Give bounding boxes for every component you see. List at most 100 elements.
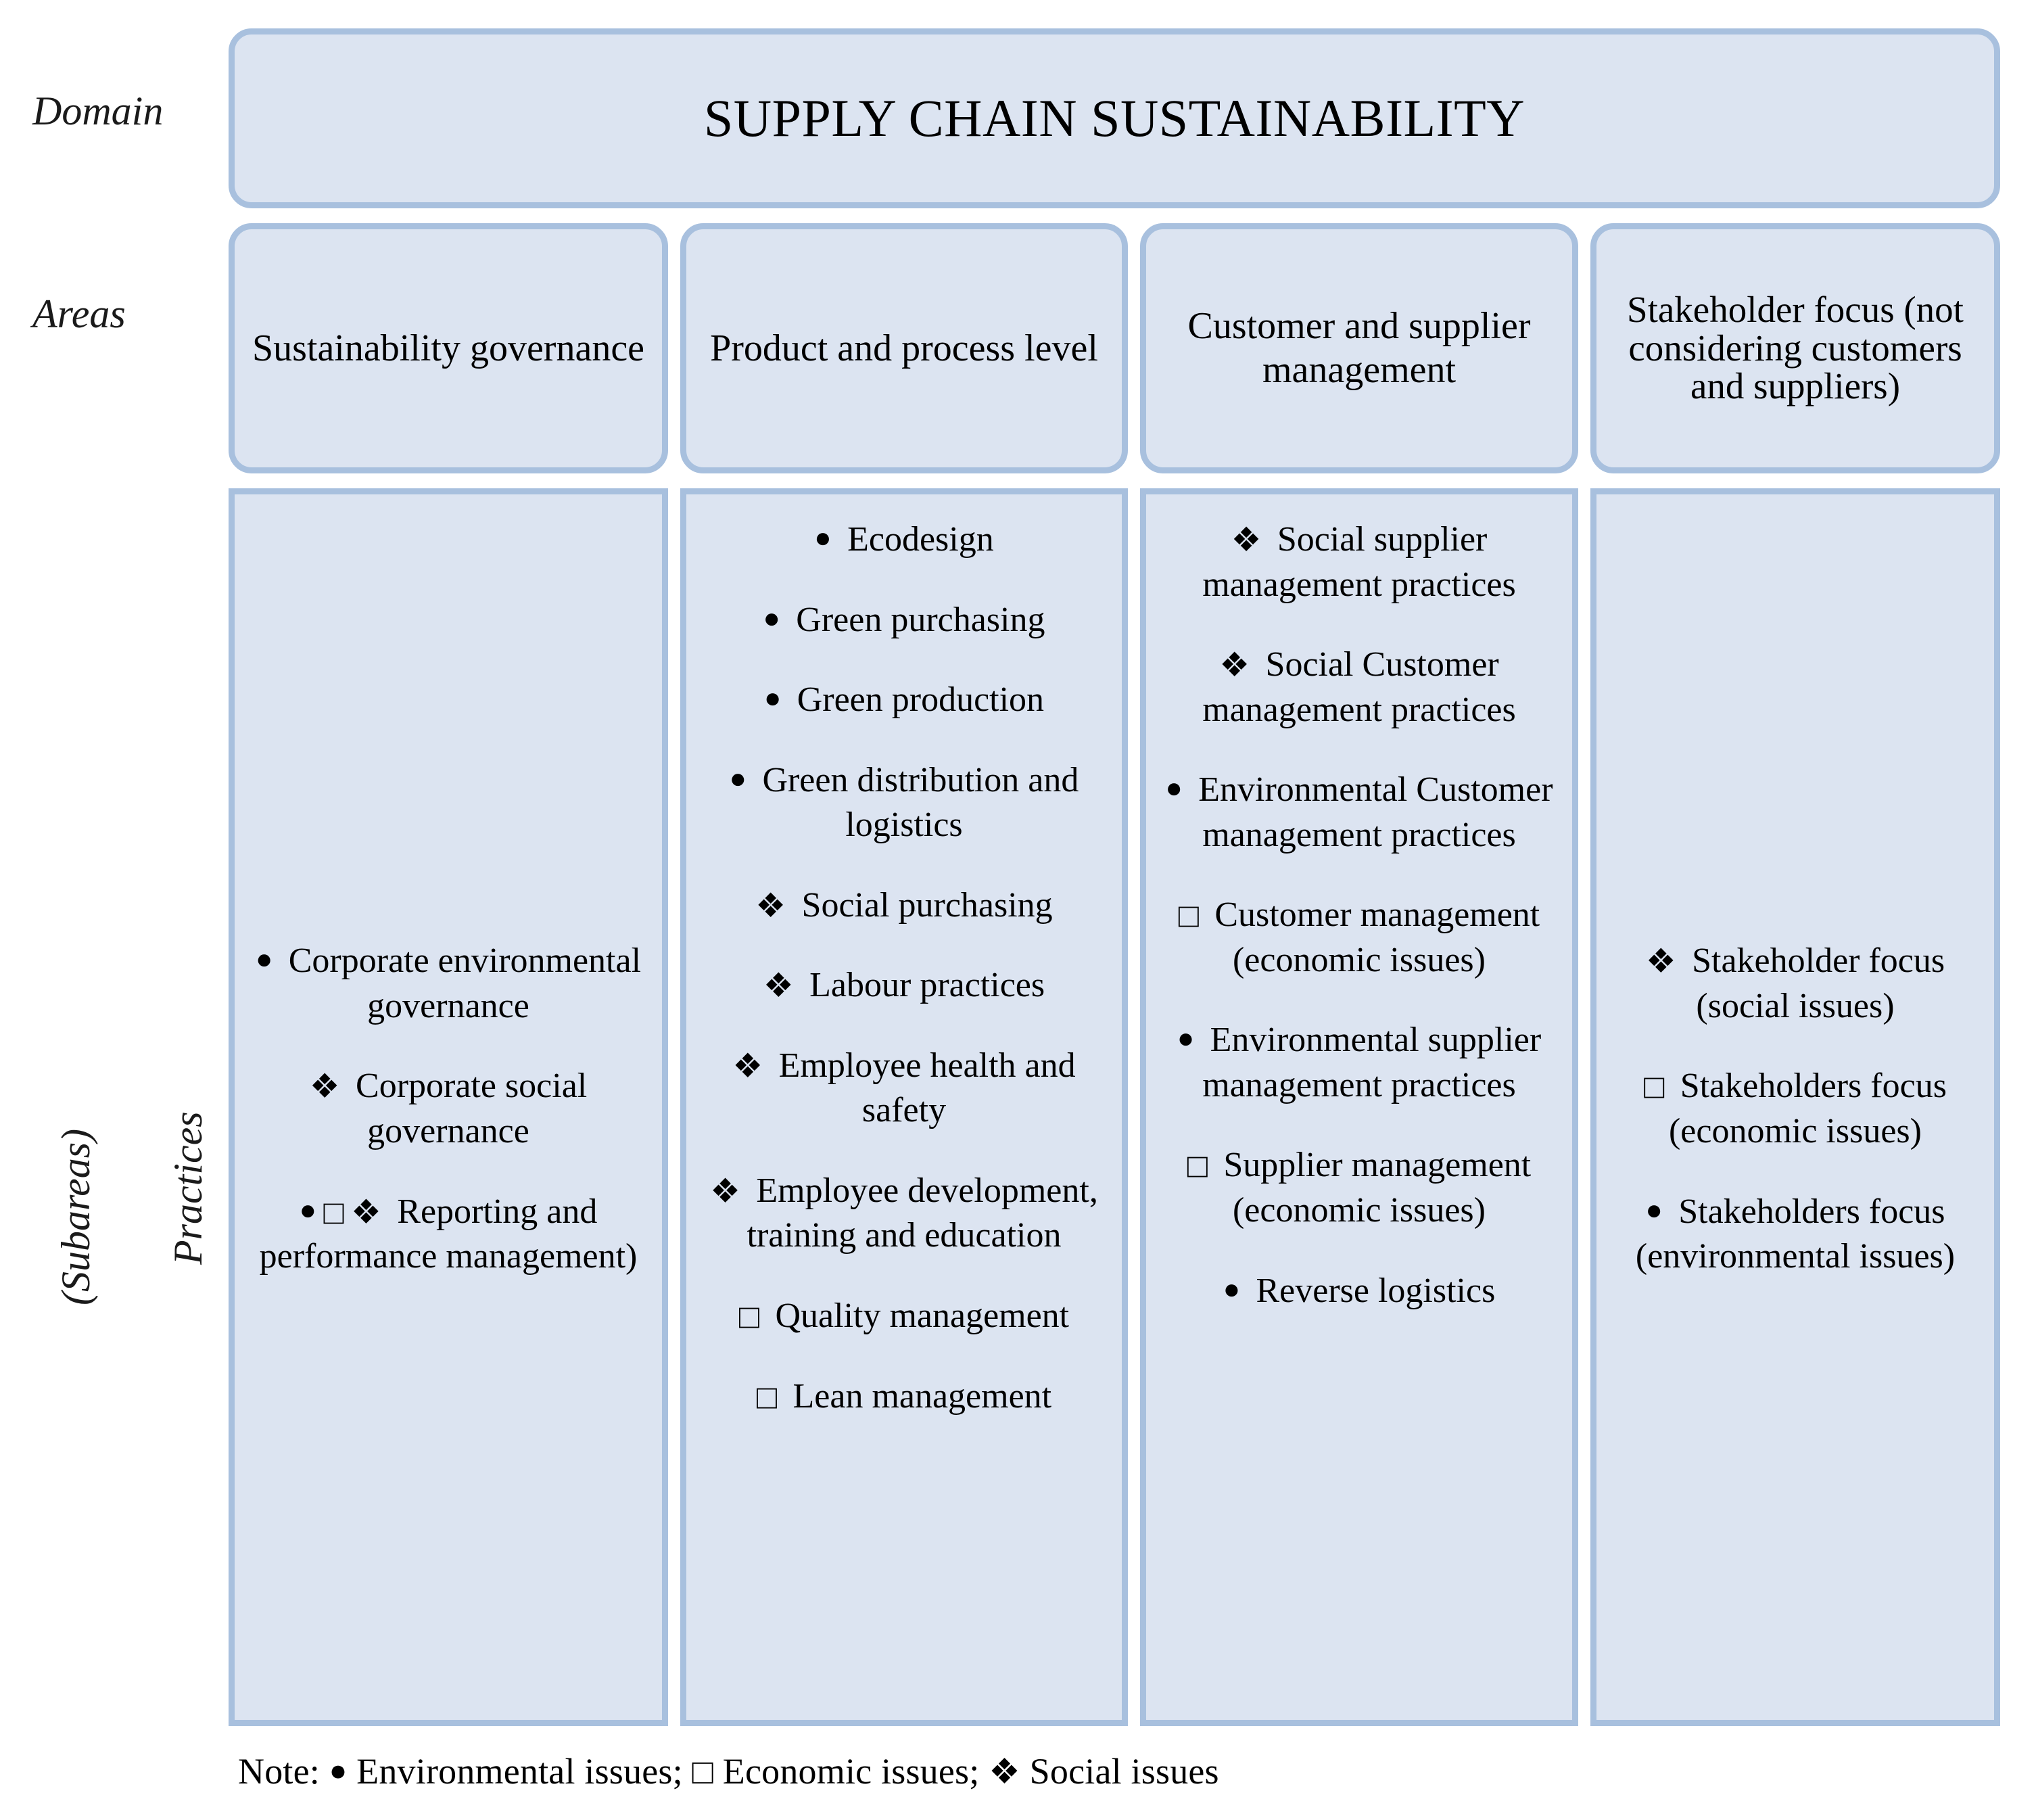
social-diamond-icon: ❖ <box>763 966 794 1005</box>
economic-square-icon: □ <box>1187 1146 1208 1185</box>
practices-column-product-and-process-level: ● Ecodesign● Green purchasing● Green pro… <box>680 488 1128 1726</box>
social-diamond-icon: ❖ <box>989 1753 1020 1792</box>
social-diamond-icon: ❖ <box>1645 942 1676 981</box>
practice-markers: ● <box>1223 1271 1248 1310</box>
social-diamond-icon: ❖ <box>755 886 786 925</box>
practice-item: ● Stakeholders focus (environmental issu… <box>1611 1190 1979 1280</box>
practice-label: Lean management <box>784 1376 1052 1416</box>
social-diamond-icon: ❖ <box>1219 646 1250 684</box>
practice-item: ● □ ❖ Reporting and performance manageme… <box>250 1190 647 1280</box>
practice-label: Stakeholder focus (social issues) <box>1683 941 1945 1025</box>
legend-social-label: Social issues <box>1020 1751 1219 1792</box>
economic-square-icon: □ <box>756 1378 778 1416</box>
environmental-bullet-icon: ● <box>329 1754 348 1788</box>
practice-list: ● Ecodesign● Green purchasing● Green pro… <box>701 517 1107 1701</box>
practice-label: Reverse logistics <box>1247 1271 1496 1310</box>
practice-markers: ● <box>1177 1021 1202 1059</box>
practice-label: Environmental Customer management practi… <box>1189 770 1553 854</box>
practice-label: Stakeholders focus (economic issues) <box>1668 1067 1947 1150</box>
practice-item: ● Environmental Customer management prac… <box>1161 768 1557 858</box>
practice-label: Green production <box>788 680 1045 720</box>
domain-box: SUPPLY CHAIN SUSTAINABILITY <box>229 28 2000 208</box>
economic-square-icon: □ <box>323 1193 344 1232</box>
practice-item: ❖ Stakeholder focus (social issues) <box>1611 939 1979 1029</box>
area-header-sustainability-governance: Sustainability governance <box>229 223 668 473</box>
area-header-label: Customer and supplier management <box>1187 305 1531 391</box>
practice-label: Environmental supplier management practi… <box>1201 1021 1542 1104</box>
practice-label: Green purchasing <box>787 600 1045 639</box>
practice-label: Ecodesign <box>838 520 994 559</box>
practice-label: Employee development, training and educa… <box>747 1171 1098 1255</box>
practice-item: ❖ Labour practices <box>701 963 1107 1008</box>
practices-column-stakeholder-focus: ❖ Stakeholder focus (social issues) □ Sta… <box>1590 488 2000 1726</box>
legend-note-prefix: Note: <box>238 1751 329 1792</box>
practice-label: Labour practices <box>801 966 1045 1005</box>
environmental-bullet-icon: ● <box>814 522 832 554</box>
area-header-label: Product and process level <box>710 327 1098 369</box>
practice-markers: ❖ <box>710 1171 747 1210</box>
domain-title: SUPPLY CHAIN SUSTAINABILITY <box>703 89 1525 148</box>
practice-label: Supplier management (economic issues) <box>1214 1146 1532 1230</box>
environmental-bullet-icon: ● <box>1177 1023 1195 1055</box>
practice-item: ● Reverse logistics <box>1161 1269 1557 1314</box>
area-header-stakeholder-focus: Stakeholder focus (not considering custo… <box>1590 223 2000 473</box>
practice-markers: ● <box>1645 1192 1670 1231</box>
practice-label: Corporate environmental governance <box>279 941 642 1025</box>
practice-markers: ● <box>256 941 280 980</box>
row-label-practices: Practices <box>166 1111 210 1265</box>
economic-square-icon: □ <box>692 1753 714 1792</box>
environmental-bullet-icon: ● <box>763 683 782 715</box>
practice-markers: ● <box>764 680 788 719</box>
social-diamond-icon: ❖ <box>351 1192 381 1231</box>
practice-markers: □ <box>1178 895 1206 935</box>
practice-item: ❖ Employee development, training and edu… <box>701 1169 1107 1259</box>
legend-environmental-label: Environmental issues; <box>347 1751 692 1792</box>
practice-item: □ Customer management (economic issues) <box>1161 893 1557 983</box>
practice-markers: □ <box>757 1377 784 1416</box>
social-diamond-icon: ❖ <box>1231 521 1262 559</box>
row-label-subareas: (Subareas) <box>53 1128 98 1305</box>
practice-label: Green distribution and logistics <box>753 760 1079 845</box>
practice-markers: ● <box>814 520 838 559</box>
practice-item: □ Lean management <box>701 1374 1107 1420</box>
practice-label: Reporting and performance management) <box>259 1192 638 1276</box>
practice-item: ❖ Social Customer management practices <box>1161 643 1557 732</box>
legend-economic-label: Economic issues; <box>713 1751 989 1792</box>
legend-note: Note: ● Environmental issues; □ Economic… <box>238 1750 1219 1792</box>
practice-markers: ❖ <box>763 966 801 1004</box>
practice-list: ● Corporate environmental governance ❖ Co… <box>250 517 647 1701</box>
area-header-product-and-process-level: Product and process level <box>680 223 1128 473</box>
area-header-customer-and-supplier-management: Customer and supplier management <box>1140 223 1578 473</box>
practice-list: ❖ Stakeholder focus (social issues) □ Sta… <box>1611 517 1979 1701</box>
practice-label: Employee health and safety <box>770 1046 1076 1130</box>
environmental-bullet-icon: ● <box>299 1194 316 1226</box>
practice-item: ● Green distribution and logistics <box>701 758 1107 848</box>
environmental-bullet-icon: ● <box>763 603 780 634</box>
practice-label: Quality management <box>766 1297 1070 1336</box>
environmental-bullet-icon: ● <box>1165 773 1183 805</box>
practice-item: □ Stakeholders focus (economic issues) <box>1611 1064 1979 1154</box>
practice-markers: ● <box>763 601 788 639</box>
practice-item: ● Green purchasing <box>701 598 1107 643</box>
practice-markers: ❖ <box>310 1067 347 1105</box>
practices-column-customer-and-supplier-management: ❖ Social supplier management practices❖ … <box>1140 488 1578 1726</box>
practice-item: ❖ Employee health and safety <box>701 1044 1107 1134</box>
social-diamond-icon: ❖ <box>710 1171 740 1210</box>
practice-item: ❖ Corporate social governance <box>250 1064 647 1154</box>
practice-item: ● Environmental supplier management prac… <box>1161 1018 1557 1108</box>
practice-label: Corporate social governance <box>347 1067 588 1150</box>
practice-markers: ● <box>1165 770 1189 809</box>
area-header-label: Sustainability governance <box>252 327 645 369</box>
practices-column-sustainability-governance: ● Corporate environmental governance ❖ Co… <box>229 488 668 1726</box>
practice-markers: ● □ ❖ <box>299 1192 389 1232</box>
economic-square-icon: □ <box>1178 896 1199 935</box>
practice-item: ● Green production <box>701 678 1107 723</box>
practice-markers: □ <box>739 1297 767 1336</box>
social-diamond-icon: ❖ <box>732 1046 763 1085</box>
practice-label: Social purchasing <box>792 885 1053 925</box>
practice-markers: ❖ <box>732 1046 770 1085</box>
environmental-bullet-icon: ● <box>729 763 747 795</box>
practice-markers: ❖ <box>1646 941 1683 980</box>
practice-item: □ Supplier management (economic issues) <box>1161 1143 1557 1233</box>
